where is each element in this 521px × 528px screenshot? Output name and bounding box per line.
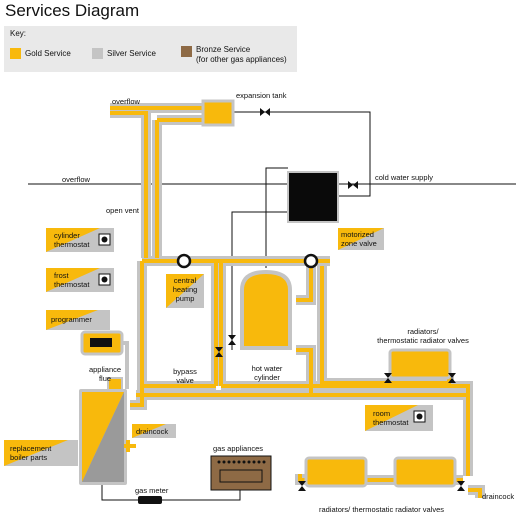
boiler [79,377,136,485]
overflow-top-label: overflow [112,97,140,106]
radiator-top [384,348,456,383]
room-thermostat-line2: thermostat [373,418,409,427]
radiators-top-label: radiators/ thermostatic radiator valves [358,327,488,345]
gas-appliances-label: gas appliances [213,444,264,453]
gas-meter-symbol [138,496,162,504]
room-thermostat-box [365,405,433,431]
pump-line1: central [173,276,197,285]
programmer-box [46,310,110,330]
motorized-zone-valve-label: motorized zone valve [341,230,377,248]
bronze-swatch [181,46,192,57]
gold-pipes [110,106,482,498]
zone-valve-line2: zone valve [341,239,377,248]
frost-thermostat-line2: thermostat [54,280,90,289]
key-heading: Key: [10,29,27,38]
cold-supply-valve [348,181,358,189]
zone-valve-line1: motorized [341,230,374,239]
pump-label-box [166,274,204,308]
key-silver-label: Silver Service [107,49,156,58]
key-gold-label: Gold Service [25,49,71,58]
gas-appliance [210,455,272,491]
draincock-box [132,424,176,438]
open-vent-label: open vent [106,206,139,215]
cylinder-line1: hot water [251,364,283,373]
room-thermostat-line1: room [373,409,391,418]
pump-line3: pump [175,294,195,303]
frost-thermostat-label: frost thermostat [54,271,89,289]
hot-water-cylinder [240,269,292,350]
programmer-device [80,330,129,389]
pump-symbol [176,253,192,269]
frost-thermostat-line1: frost [54,271,69,280]
cylinder-thermostat-line2: thermostat [54,240,90,249]
bypass-valve-label: bypass valve [165,367,205,385]
radiators-bottom-label: radiators/ thermostatic radiator valves [319,505,445,514]
replacement-boiler-parts-label: replacement boiler parts [10,444,51,462]
replacement-parts-box [4,440,78,466]
expansion-tank-label: expansion tank [236,91,287,100]
replacement-line1: replacement [10,444,52,453]
cylinder-thermostat-label: cylinder thermostat [54,231,89,249]
cylinder-line2: cylinder [254,373,280,382]
cold-water-supply-label: cold water supply [375,173,433,182]
bypass-line2: valve [176,376,194,385]
gold-swatch [10,48,21,59]
radiator-bottom-right [393,456,465,491]
expansion-tank [201,99,235,127]
flue-line2: flue [98,374,112,383]
frost-thermostat-box [46,268,114,292]
radiator-bottom-left [298,456,368,491]
radiators-top-line1: radiators/ [407,327,439,336]
radiators-top-line2: thermostatic radiator valves [377,336,469,345]
cylinder-thermostat-box [46,228,114,252]
draincock-boiler-label: draincock [136,427,169,436]
cold-water-tank [287,171,339,223]
silver-swatch [92,48,103,59]
cylinder-thermostat-line1: cylinder [54,231,80,240]
cylinder-valve [228,335,236,345]
appliance-flue-label: appliance flue [82,365,128,383]
expansion-valve [260,108,270,116]
hot-water-cylinder-label: hot water cylinder [244,364,290,382]
draincock-right-label: draincock [482,492,515,501]
zone-valve-symbol [303,253,319,269]
key-panel: Key: Gold Service Silver Service Bronze … [4,26,297,72]
gas-meter-label: gas meter [135,486,169,495]
silver-borders [110,103,485,498]
central-heating-pump-label: central heating pump [166,276,204,303]
flue-line1: appliance [88,365,122,374]
replacement-line2: boiler parts [10,453,48,462]
thin-lines [28,111,516,501]
room-thermostat-label: room thermostat [373,409,408,427]
programmer-label: programmer [51,315,92,324]
overflow-mid-label: overflow [62,175,90,184]
page-title: Services Diagram [5,1,140,20]
key-bronze-label: Bronze Service [196,45,251,54]
key-bronze-sub: (for other gas appliances) [196,55,287,64]
zone-valve-label-box [338,228,384,250]
pump-line2: heating [172,285,198,294]
bypass-line1: bypass [173,367,197,376]
